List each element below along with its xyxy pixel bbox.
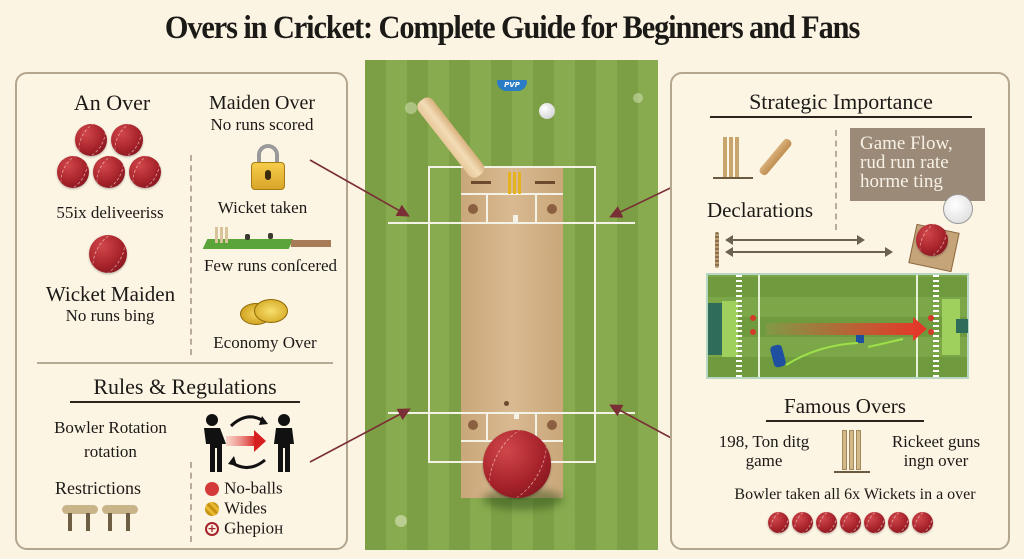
players-swap-icon bbox=[204, 414, 294, 472]
wide-coin-icon bbox=[205, 501, 219, 516]
divider bbox=[190, 155, 192, 355]
rules-heading: Rules & Regulations bbox=[70, 374, 300, 403]
famous-overs-heading: Famous Overs bbox=[766, 394, 924, 422]
divider bbox=[190, 462, 192, 542]
keys-icon bbox=[62, 505, 142, 531]
plus-circle-icon: + bbox=[205, 521, 219, 536]
pvp-badge: PVP bbox=[497, 80, 527, 91]
wicket-taken-label: Wicket taken bbox=[217, 198, 308, 217]
rule-item-wides: Wides bbox=[205, 498, 267, 519]
red-ball-icon bbox=[483, 430, 551, 498]
divider bbox=[835, 130, 837, 230]
stump-icon bbox=[715, 232, 719, 268]
double-arrows-icon bbox=[725, 235, 893, 257]
white-ball-icon bbox=[539, 103, 555, 119]
single-ball-icon bbox=[89, 235, 127, 273]
rule-item-no-balls: No-balls bbox=[205, 478, 283, 499]
no-ball-icon bbox=[205, 481, 219, 496]
stumps-and-bat-icon bbox=[713, 135, 803, 185]
red-ball-icon bbox=[916, 224, 948, 256]
famous-right-text: Rickeet guns ingn over bbox=[891, 432, 981, 470]
cricket-field: PVP bbox=[365, 60, 658, 550]
bowler-rotation-label: Bowler Rotation bbox=[54, 418, 167, 437]
maiden-over-caption: No runs scored bbox=[210, 115, 314, 134]
maiden-over-heading: Maiden Over bbox=[208, 92, 316, 114]
famous-left-text: 198, Ton ditg game bbox=[718, 432, 810, 470]
economy-over-label: Economy Over bbox=[213, 333, 317, 352]
restrictions-label: Restrictions bbox=[55, 478, 141, 498]
wicket-maiden-caption: No runs bing bbox=[65, 306, 155, 325]
mini-field-diagram bbox=[706, 273, 969, 379]
strategic-heading: Strategic Importance bbox=[710, 89, 972, 118]
rule-item-ghepion: + Ghepioн bbox=[205, 518, 283, 539]
famous-caption: Bowler taken all 6x Wickets in a over bbox=[734, 486, 976, 503]
rotation-label: rotation bbox=[84, 442, 137, 461]
section-divider bbox=[37, 362, 333, 364]
an-over-caption: 55ix deliveeriss bbox=[56, 203, 164, 222]
an-over-heading: An Over bbox=[73, 90, 151, 115]
padlock-icon bbox=[251, 144, 285, 190]
stumps-icon bbox=[834, 430, 870, 474]
game-flow-box: Game Flow, rud run rate horme ting bbox=[850, 128, 985, 201]
wicket-maiden-heading: Wicket Maiden bbox=[45, 282, 176, 306]
gold-coins-icon bbox=[240, 297, 290, 329]
page-title: Overs in Cricket: Complete Guide for Beg… bbox=[164, 10, 860, 46]
stumps-on-grass-icon bbox=[202, 225, 331, 251]
few-runs-label: Few runs conſcered bbox=[203, 256, 338, 275]
declarations-label: Declarations bbox=[706, 198, 814, 222]
overs-types-panel bbox=[15, 72, 348, 550]
baseball-icon bbox=[943, 194, 973, 224]
